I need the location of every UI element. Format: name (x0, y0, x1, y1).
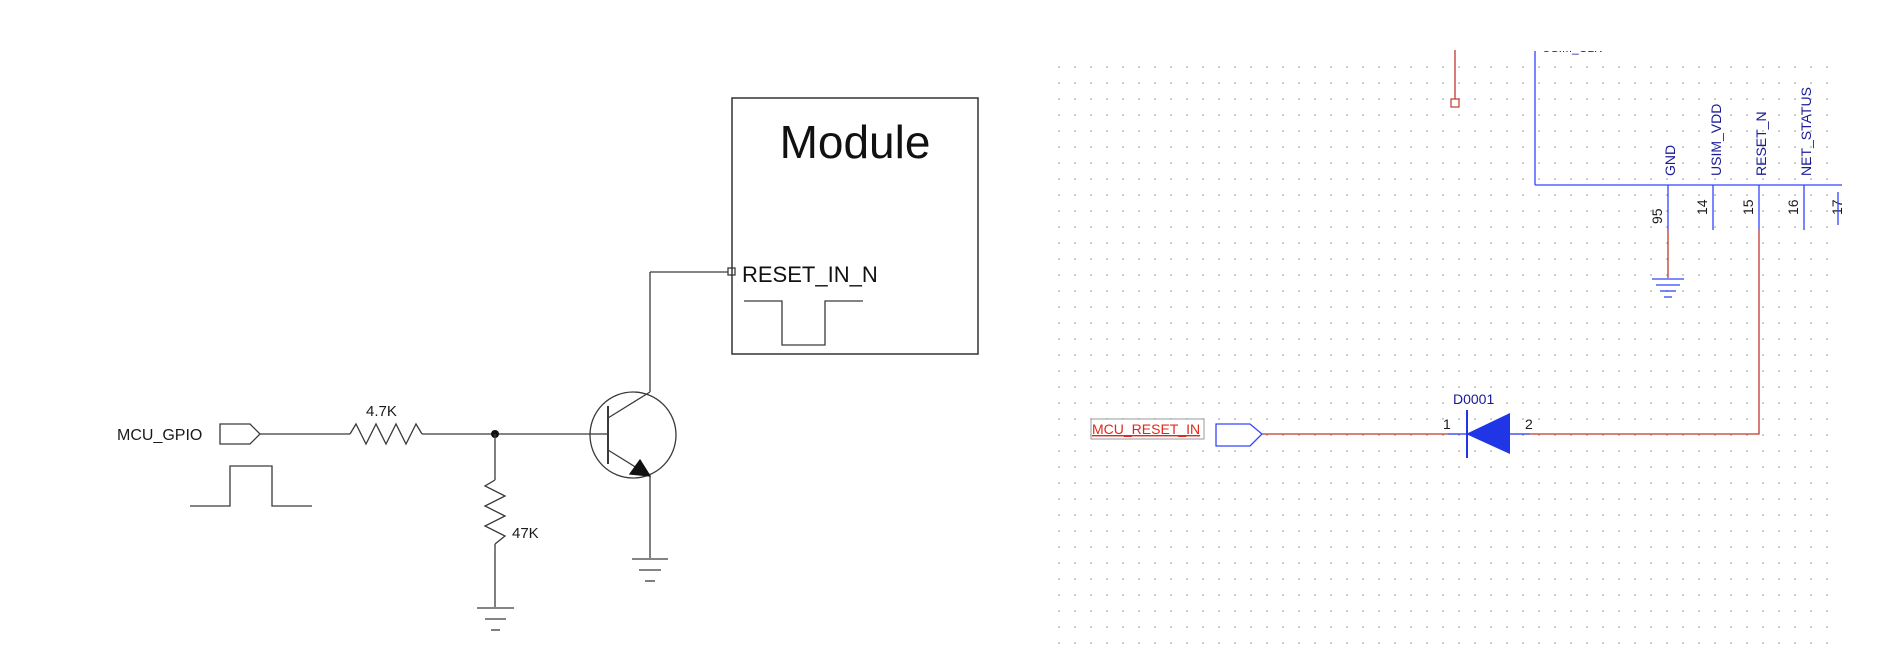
mcu-reset-in-label: MCU_RESET_IN (1092, 421, 1200, 437)
wire (1530, 230, 1760, 435)
pin-number-14: 14 (1694, 199, 1710, 215)
dot-grid-canvas (1045, 62, 1840, 657)
r2-value-label: 47K (512, 525, 539, 542)
reset-in-n-label: RESET_IN_N (742, 262, 878, 287)
ground-symbol (477, 607, 514, 631)
module-box (731, 97, 979, 355)
ground-symbol (632, 558, 668, 582)
diode-ref-label: D0001 (1453, 391, 1494, 407)
module-title: Module (780, 116, 931, 168)
diode-pin2-label: 2 (1525, 416, 1533, 432)
clip-mask (1530, 30, 1730, 51)
pin-number-16: 16 (1785, 199, 1801, 215)
pin-name-gnd: GND (1662, 145, 1678, 176)
reset-pulse-waveform (744, 300, 863, 346)
mcu-gpio-label: MCU_GPIO (117, 427, 202, 444)
pin-number-17: 17 (1829, 199, 1845, 215)
net-label-box (1090, 418, 1205, 440)
resistor-4-7k (349, 422, 423, 446)
pin-name-net-status: NET_STATUS (1798, 87, 1814, 176)
mcu-reset-in-port (1215, 423, 1263, 447)
pin-number-95: 95 (1649, 208, 1665, 224)
diode-pin1-label: 1 (1443, 416, 1451, 432)
left-circuit: MCU_GPIO 4.7K 47K (117, 97, 979, 631)
pin-number-15: 15 (1740, 199, 1756, 215)
mcu-gpio-port (219, 423, 261, 445)
pin-marker (1450, 98, 1460, 108)
ground-symbol (1652, 278, 1684, 298)
resistor-47k (483, 479, 507, 545)
gpio-pulse-waveform (190, 465, 312, 507)
r1-value-label: 4.7K (366, 403, 397, 420)
pin-name-reset-n: RESET_N (1753, 111, 1769, 176)
diode-d0001 (1448, 410, 1530, 458)
npn-transistor (589, 391, 677, 479)
pin-numbers: 95 14 15 16 17 (1649, 199, 1845, 224)
eda-schematic: USIM_CLK GND USIM_VDD RESET_N NET_STATUS… (1045, 30, 1845, 657)
pin-names: GND USIM_VDD RESET_N NET_STATUS (1662, 87, 1814, 176)
pin-name-usim-vdd: USIM_VDD (1708, 104, 1724, 176)
